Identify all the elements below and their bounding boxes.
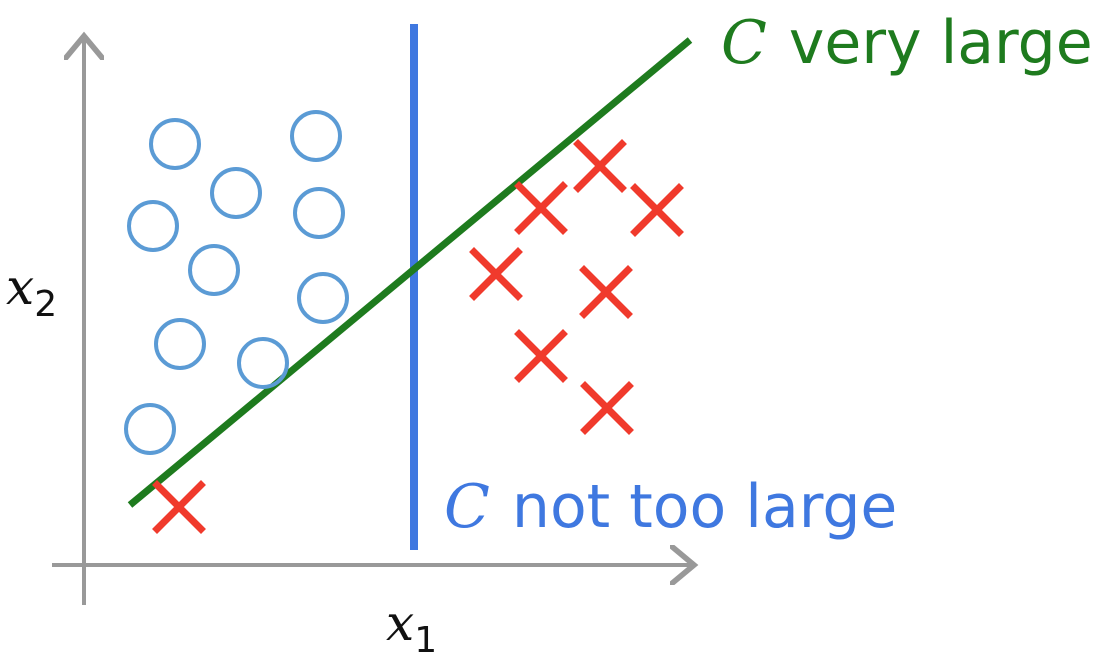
data-point-circle xyxy=(210,167,262,219)
data-point-circle xyxy=(293,187,345,239)
data-point-circle xyxy=(149,118,201,170)
data-point-circle xyxy=(154,318,206,370)
data-point-circle xyxy=(297,272,349,324)
data-point-circle xyxy=(188,244,240,296)
boundary-c-very-large xyxy=(127,37,693,508)
data-point-circle xyxy=(124,403,176,455)
data-point-cross xyxy=(514,181,568,235)
data-point-circle xyxy=(237,337,289,389)
data-point-cross xyxy=(152,480,206,534)
x-axis-label: x1 xyxy=(386,594,437,661)
data-point-cross xyxy=(630,183,684,237)
data-point-cross xyxy=(580,381,634,435)
data-point-cross xyxy=(579,265,633,319)
axes xyxy=(52,40,690,605)
data-point-circle xyxy=(290,110,342,162)
y-axis-label: x2 xyxy=(6,258,57,325)
data-point-cross xyxy=(469,247,523,301)
class-crosses xyxy=(152,139,684,534)
class-circles xyxy=(124,110,349,455)
data-point-cross xyxy=(514,329,568,383)
data-point-cross xyxy=(573,139,627,193)
data-point-circle xyxy=(127,200,179,252)
